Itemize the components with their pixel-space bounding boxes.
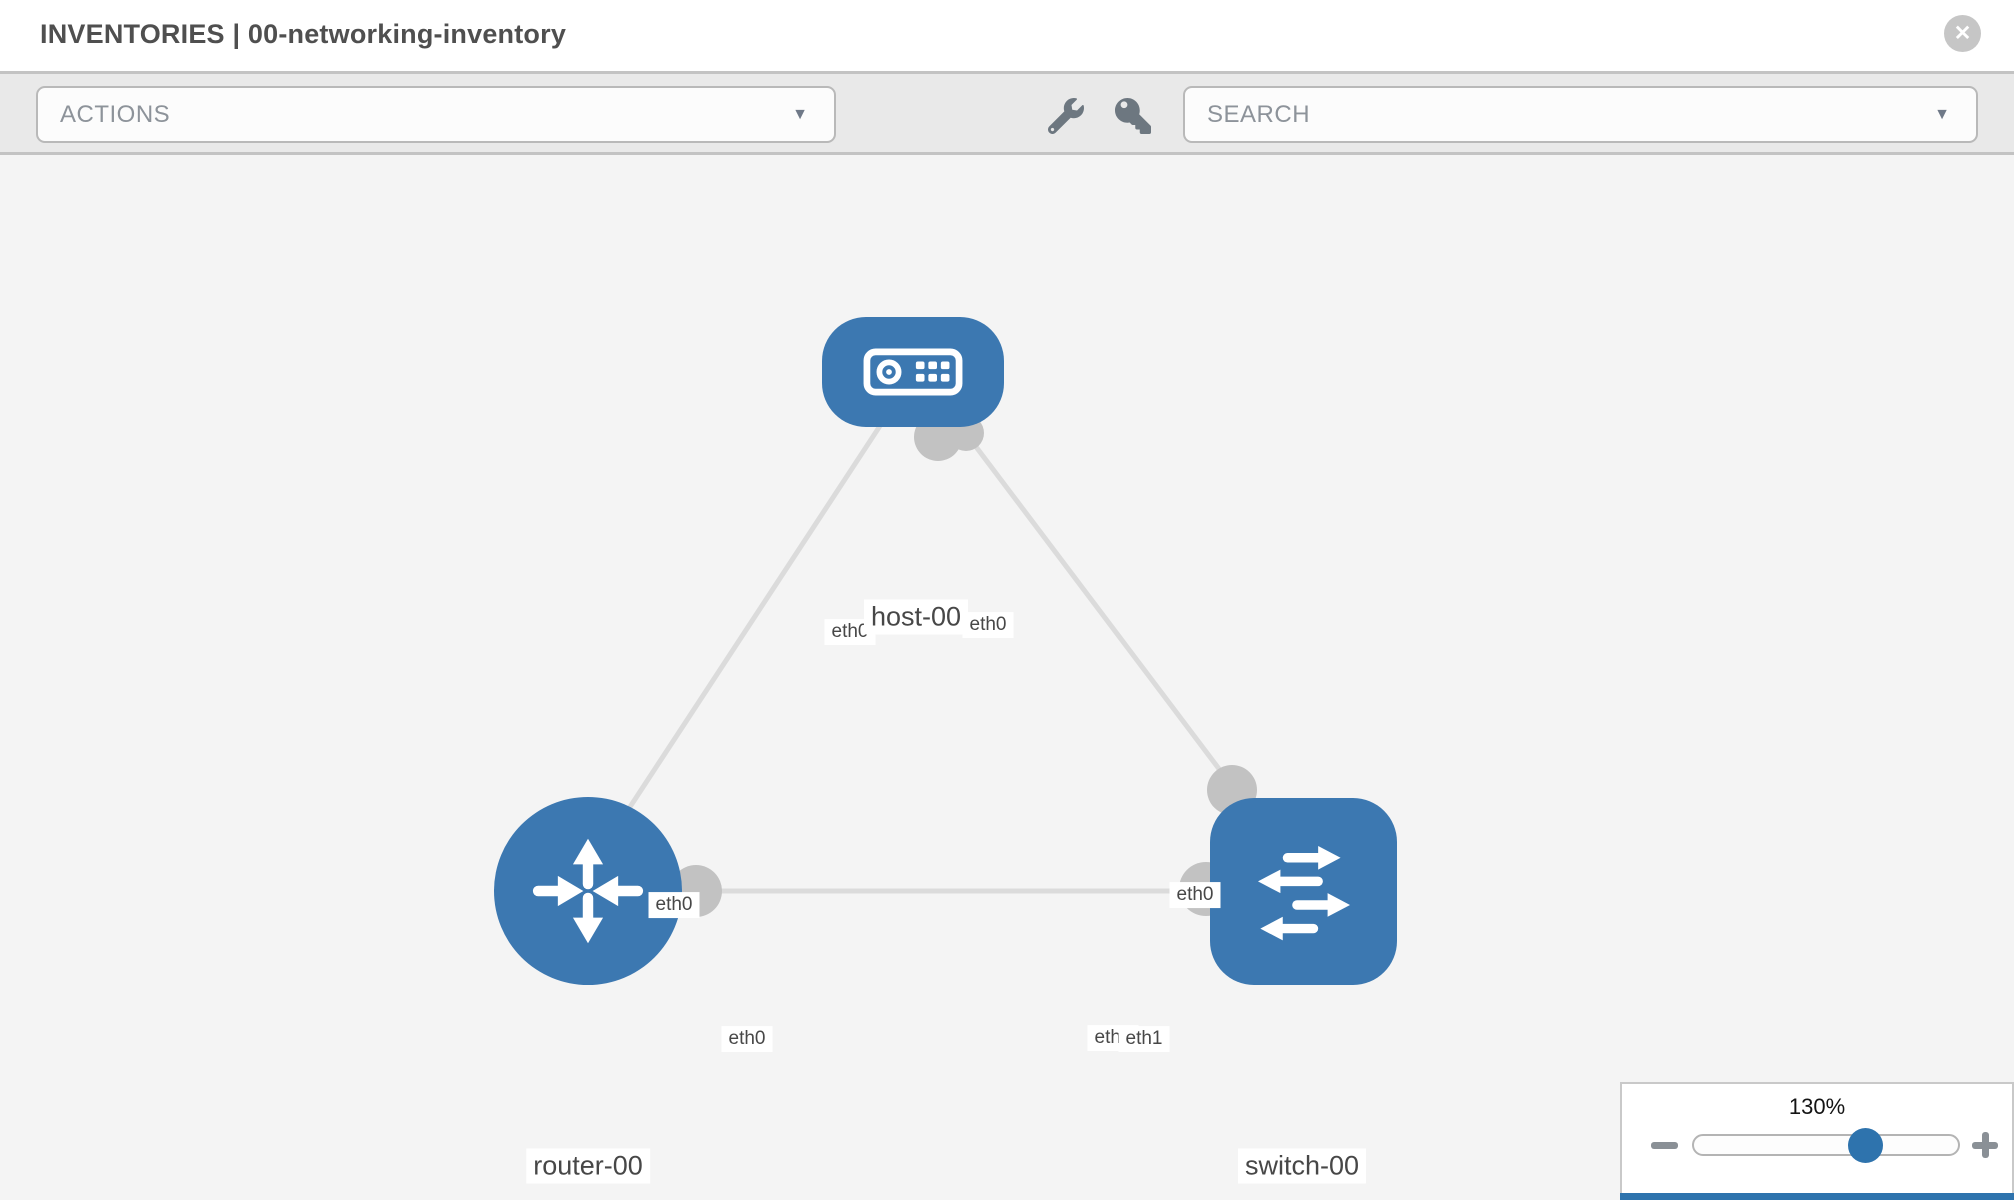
interface-label-host-switch: eth0 bbox=[962, 612, 1014, 638]
node-switch-00[interactable] bbox=[1210, 798, 1397, 985]
node-host-00[interactable] bbox=[822, 317, 1004, 427]
node-label-router-00: router-00 bbox=[526, 1148, 650, 1184]
interface-label-router-switch: eth0 bbox=[721, 1026, 773, 1052]
chevron-down-icon: ▼ bbox=[792, 105, 808, 123]
topology-edges bbox=[602, 401, 1257, 917]
switch-arrows-icon bbox=[1257, 845, 1350, 940]
interface-label-router-host: eth0 bbox=[648, 892, 700, 918]
toolbar: ACTIONS ▼ SEARCH ▼ bbox=[0, 71, 2014, 155]
zoom-slider-track[interactable] bbox=[1692, 1134, 1960, 1156]
zoom-panel: 130% − + bbox=[1620, 1082, 2014, 1200]
router-arrows-icon bbox=[532, 838, 644, 944]
zoom-slider-handle[interactable] bbox=[1848, 1128, 1883, 1163]
header-bar: INVENTORIES | 00-networking-inventory ✕ bbox=[0, 0, 2014, 71]
zoom-out-button[interactable]: − bbox=[1651, 1142, 1678, 1149]
chevron-down-icon: ▼ bbox=[1934, 105, 1950, 123]
key-panel-edge[interactable] bbox=[1620, 1193, 2014, 1200]
close-icon: ✕ bbox=[1953, 22, 1972, 45]
topology-canvas[interactable]: eth0 eth0 eth0 eth0 eth0 eth0 eth1 host-… bbox=[0, 155, 2014, 1200]
interface-label-switch-router: eth1 bbox=[1118, 1026, 1170, 1052]
node-router-00[interactable] bbox=[494, 797, 682, 985]
node-label-host-00: host-00 bbox=[863, 599, 969, 635]
wrench-icon[interactable] bbox=[1047, 97, 1084, 135]
zoom-in-button[interactable]: + bbox=[1968, 1128, 2002, 1162]
actions-dropdown[interactable]: ACTIONS ▼ bbox=[36, 86, 836, 143]
actions-dropdown-label: ACTIONS bbox=[60, 100, 171, 128]
zoom-level-value: 130% bbox=[1788, 1094, 1846, 1119]
node-label-switch-00: switch-00 bbox=[1237, 1148, 1367, 1184]
search-dropdown-label: SEARCH bbox=[1207, 100, 1311, 128]
server-icon bbox=[863, 348, 963, 396]
link-host-switch bbox=[941, 401, 1252, 812]
interface-label-switch-host: eth0 bbox=[1169, 882, 1221, 908]
link-host-router bbox=[602, 401, 898, 847]
search-dropdown[interactable]: SEARCH ▼ bbox=[1183, 86, 1978, 143]
page-title: INVENTORIES | 00-networking-inventory bbox=[40, 19, 567, 49]
close-button[interactable]: ✕ bbox=[1944, 15, 1981, 52]
key-icon[interactable] bbox=[1115, 98, 1151, 134]
